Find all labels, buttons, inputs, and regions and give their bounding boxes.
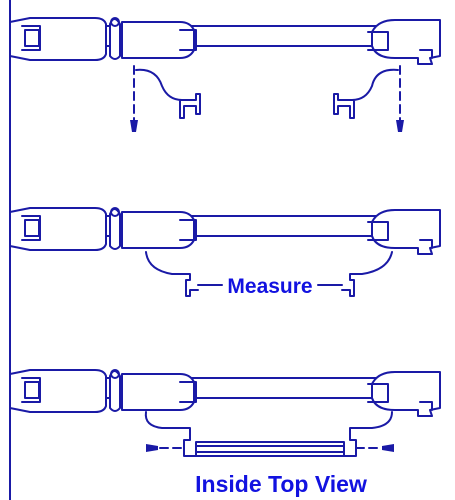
screw-left-icon — [130, 117, 138, 132]
bracket-assembled-right — [343, 411, 393, 457]
screw-right-icon — [396, 117, 404, 132]
assembly-step-2 — [9, 207, 441, 255]
bracket-left — [135, 68, 201, 119]
bracket-assembled-left — [144, 411, 197, 457]
screw-horizontal-right-icon — [355, 444, 394, 452]
bracket-measure-left — [145, 251, 199, 297]
assembly-step-3 — [9, 369, 441, 417]
bracket-measure-right — [341, 251, 393, 297]
bracket-right — [333, 68, 399, 119]
screw-horizontal-left-icon — [146, 444, 185, 452]
caption: Inside Top View — [195, 471, 367, 497]
assembly-step-1 — [9, 17, 441, 65]
header-bar — [195, 441, 345, 457]
measure-label: Measure — [227, 275, 312, 298]
